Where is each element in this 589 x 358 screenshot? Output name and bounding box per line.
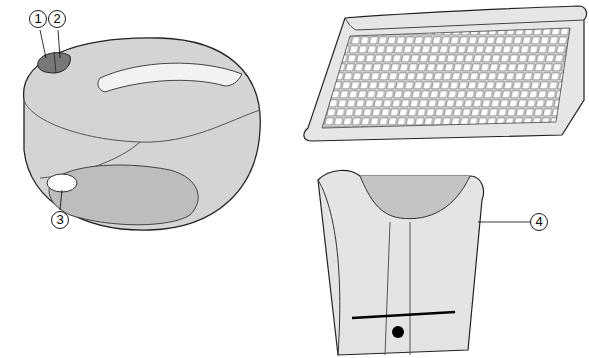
callout-circle [531,214,548,231]
cradle-body [318,170,484,355]
cradle-side [318,180,340,355]
keyboard-edge [562,100,584,135]
mouse [24,11,261,231]
leader-line [40,30,46,58]
keyboard-back [345,18,584,30]
key-grid [322,28,570,128]
keyboard [304,6,587,141]
mouse-side-panel [49,165,198,225]
cradle-button [392,326,404,338]
button-split [54,52,56,73]
keyboard-body [304,6,587,141]
thumb-button [47,174,77,192]
cradle-stripe [410,222,411,355]
mouse-edge [24,100,260,142]
leader-line [58,30,60,58]
cradle-bar [352,312,455,318]
callout-circle [49,11,66,28]
callout-number: 1 [29,10,47,28]
charging-cradle [318,170,548,355]
cradle-slot [360,176,470,219]
callout-number: 4 [530,213,548,231]
mouse-buttons [38,53,71,73]
callout-number: 3 [51,211,69,229]
callout-circle [30,11,47,28]
callout-circle [52,212,69,229]
cradle-stripe [385,222,390,355]
callout-number: 2 [48,10,66,28]
mouse-body [24,38,261,230]
leader-line [478,222,530,223]
mouse-groove [98,63,242,92]
leader-line [60,190,62,210]
